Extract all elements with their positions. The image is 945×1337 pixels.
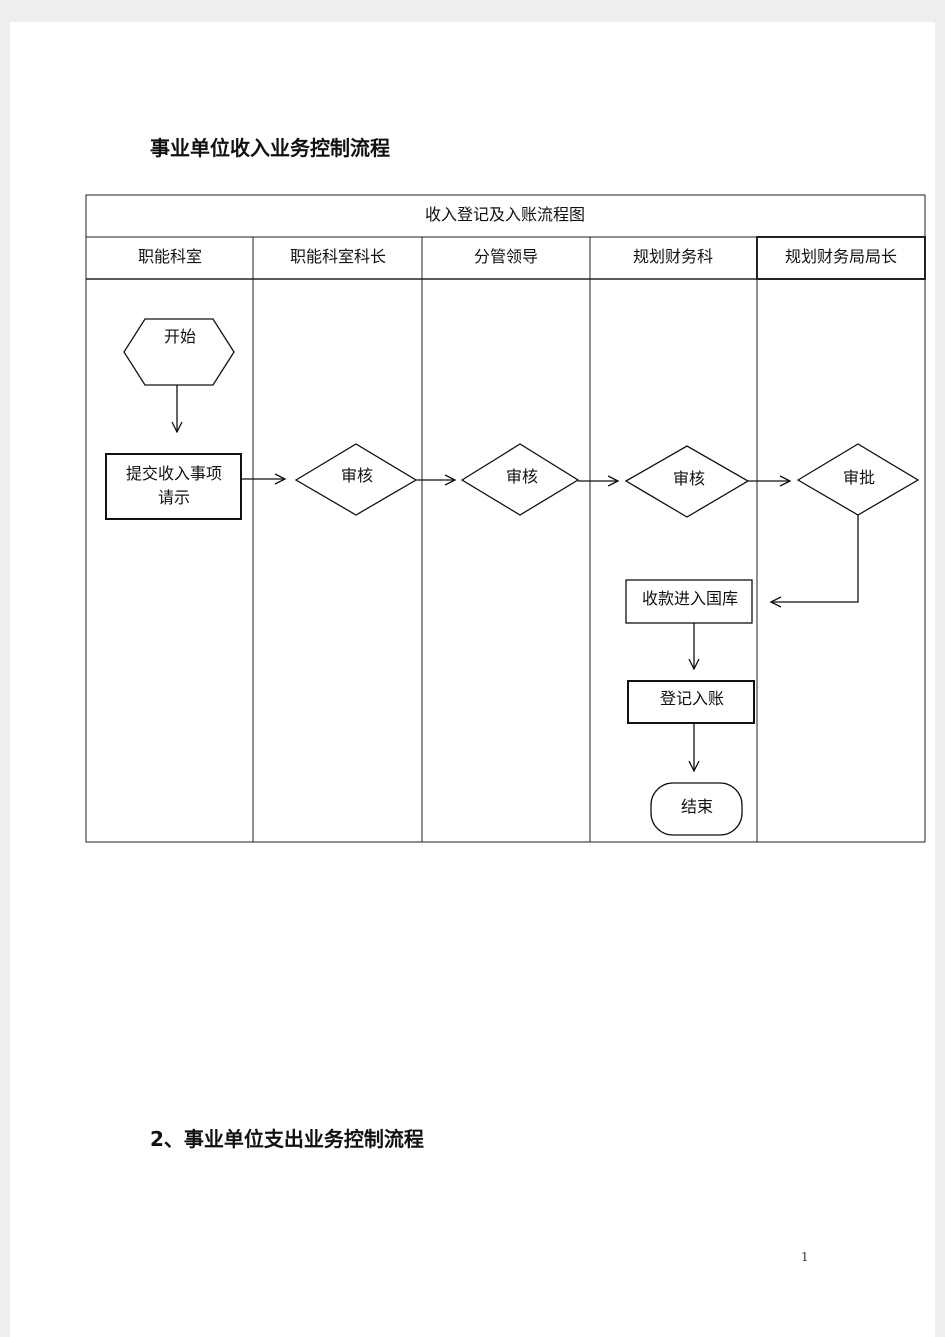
submit-label-line2: 请示 (158, 488, 190, 507)
submit-label-line1: 提交收入事项 (126, 464, 222, 483)
table-border (85, 194, 926, 843)
review-node-leader (460, 443, 580, 516)
lane-header: 规划财务科 (633, 247, 713, 266)
approve-label: 审批 (843, 468, 875, 487)
treasury-node (625, 579, 753, 624)
arrow-approve-to-treasury (771, 515, 859, 602)
review-label: 审核 (506, 467, 538, 486)
lane-header-highlight (756, 236, 926, 280)
lane-header: 规划财务局局长 (785, 247, 897, 266)
review-label: 审核 (341, 466, 373, 485)
submit-request-node (105, 453, 242, 520)
approve-node-director (796, 443, 920, 516)
end-node (650, 782, 743, 836)
flowchart-table (85, 194, 926, 843)
end-label: 结束 (681, 797, 713, 816)
flowchart-title: 收入登记及入账流程图 (425, 205, 585, 224)
lane-header: 分管领导 (474, 247, 538, 266)
page-number: 1 (801, 1250, 809, 1264)
section-title-expenditure: 2、事业单位支出业务控制流程 (150, 1127, 424, 1151)
document-page (10, 22, 935, 1337)
lane-header: 职能科室科长 (290, 247, 386, 266)
lane-header: 职能科室 (138, 247, 202, 266)
start-label: 开始 (164, 327, 196, 346)
record-label: 登记入账 (660, 689, 724, 708)
treasury-label: 收款进入国库 (642, 589, 738, 608)
review-label: 审核 (673, 469, 705, 488)
start-node (123, 318, 235, 386)
page-title: 事业单位收入业务控制流程 (150, 136, 390, 160)
record-node (627, 680, 755, 724)
